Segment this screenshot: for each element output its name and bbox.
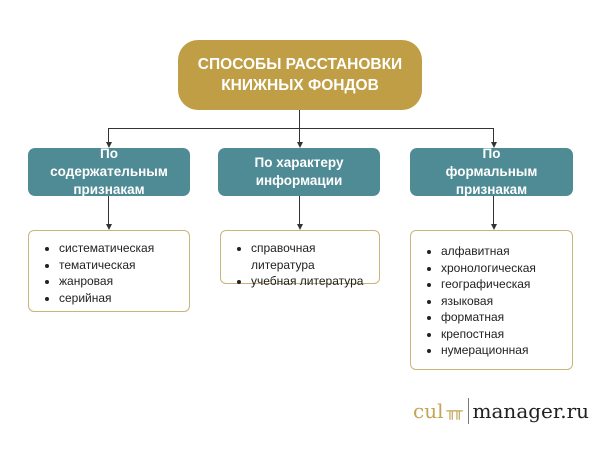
connector <box>299 196 300 224</box>
list-item: серийная <box>59 290 181 307</box>
root-node: СПОСОБЫ РАССТАНОВКИ КНИЖНЫХ ФОНДОВ <box>178 40 422 110</box>
list-item: жанровая <box>59 273 181 290</box>
list-item: языковая <box>441 293 564 310</box>
connector <box>299 110 300 128</box>
list-item: крепостная <box>441 326 564 343</box>
connector <box>108 128 494 129</box>
logo-right: manager.ru <box>472 399 590 423</box>
arrow-icon <box>296 142 303 148</box>
list-item: систематическая <box>59 240 181 257</box>
list-item: учебная литература <box>251 273 371 290</box>
arrow-icon <box>105 142 112 148</box>
arrow-icon <box>490 224 497 230</box>
category-information: По характеру информации <box>218 148 380 196</box>
list-content: систематическая тематическая жанровая се… <box>28 230 190 312</box>
logo-divider <box>467 398 469 424</box>
list-item: форматная <box>441 309 564 326</box>
connector <box>299 128 300 142</box>
list-item: географическая <box>441 276 564 293</box>
connector <box>493 196 494 224</box>
list-item: алфавитная <box>441 243 564 260</box>
connector <box>108 196 109 224</box>
connector <box>493 128 494 142</box>
category-content: По содержательным признакам <box>28 146 190 197</box>
logo: cul ╥╥ manager.ru <box>413 398 589 424</box>
list-item: хронологическая <box>441 260 564 277</box>
list-item: справочная литература <box>251 240 371 273</box>
list-item: нумерационная <box>441 342 564 359</box>
logo-left: cul <box>413 399 444 423</box>
arrow-icon <box>296 224 303 230</box>
list-formal: алфавитная хронологическая географическа… <box>410 230 573 370</box>
list-item: тематическая <box>59 257 181 274</box>
connector <box>108 128 109 142</box>
category-formal: По формальным признакам <box>410 146 573 197</box>
arrow-icon <box>105 224 112 230</box>
arrow-icon <box>490 142 497 148</box>
list-information: справочная литература учебная литература <box>220 230 380 288</box>
column-icon: ╥╥ <box>446 402 462 420</box>
